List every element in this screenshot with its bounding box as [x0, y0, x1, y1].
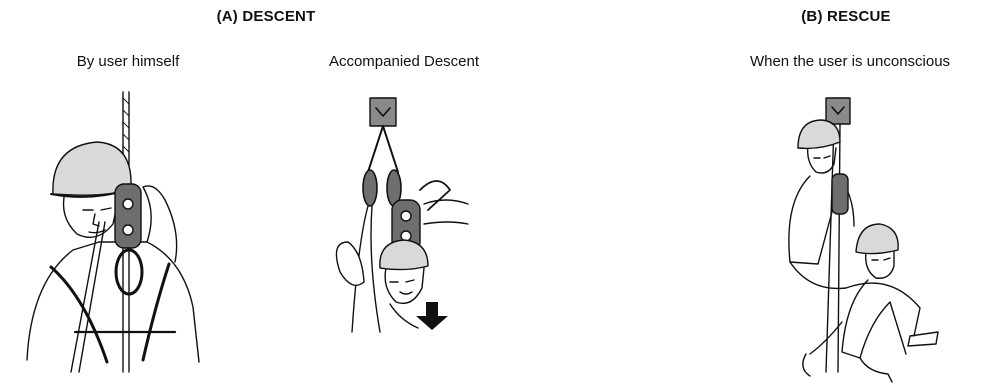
rescuer-shoe — [908, 332, 938, 346]
victim-helmet — [856, 224, 898, 254]
carabiner-left — [363, 170, 377, 206]
rescuer-helmet — [798, 120, 840, 148]
descender-device — [115, 184, 141, 248]
panel-caption-unconscious-rescue: When the user is unconscious — [750, 53, 950, 70]
anchor-point — [826, 98, 850, 124]
rope — [826, 124, 834, 372]
helper-hand — [424, 200, 468, 224]
anchor-point — [370, 98, 396, 126]
victim-helmet — [380, 240, 428, 270]
panel-caption-self-descent: By user himself — [77, 53, 180, 70]
victim-hand — [803, 354, 810, 376]
head — [64, 192, 120, 237]
victim-arm — [810, 322, 842, 354]
panel-caption-accompanied-descent: Accompanied Descent — [329, 53, 479, 70]
down-arrow-icon — [416, 302, 448, 330]
victim-foot — [860, 358, 892, 382]
rescuer-head — [808, 146, 836, 173]
rescuer-torso — [789, 176, 832, 264]
torso — [27, 242, 199, 362]
victim-torso — [842, 280, 906, 358]
victim-head — [866, 252, 894, 278]
section-b-title: (B) RESCUE — [801, 8, 891, 25]
self-descent-illustration — [15, 92, 210, 372]
section-a-title: (A) DESCENT — [217, 8, 316, 25]
accompanied-descent-illustration — [328, 92, 478, 337]
descender-device — [832, 174, 848, 214]
victim-head — [385, 268, 424, 303]
rescue-illustration — [770, 92, 950, 382]
